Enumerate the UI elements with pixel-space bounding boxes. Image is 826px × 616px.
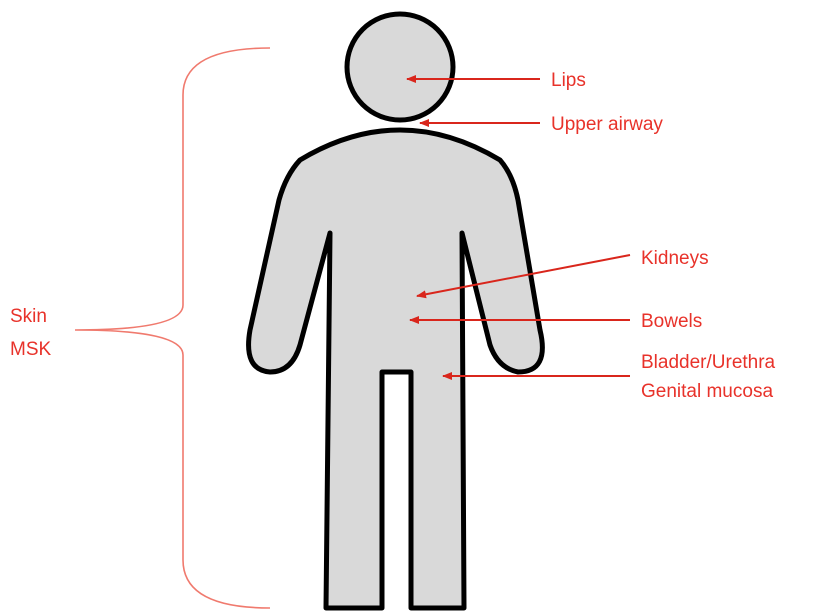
human-body-figure xyxy=(249,14,543,608)
label-genital-mucosa: Genital mucosa xyxy=(641,381,773,402)
label-kidneys: Kidneys xyxy=(641,248,709,269)
skin-msk-brace xyxy=(75,48,270,608)
head-shape xyxy=(347,14,453,120)
label-bladder-urethra: Bladder/Urethra xyxy=(641,352,776,373)
label-skin: Skin xyxy=(10,306,47,327)
torso-shape xyxy=(249,130,543,608)
label-upper-airway: Upper airway xyxy=(551,114,663,135)
label-lips: Lips xyxy=(551,70,586,91)
label-msk: MSK xyxy=(10,339,52,360)
label-bowels: Bowels xyxy=(641,311,702,332)
